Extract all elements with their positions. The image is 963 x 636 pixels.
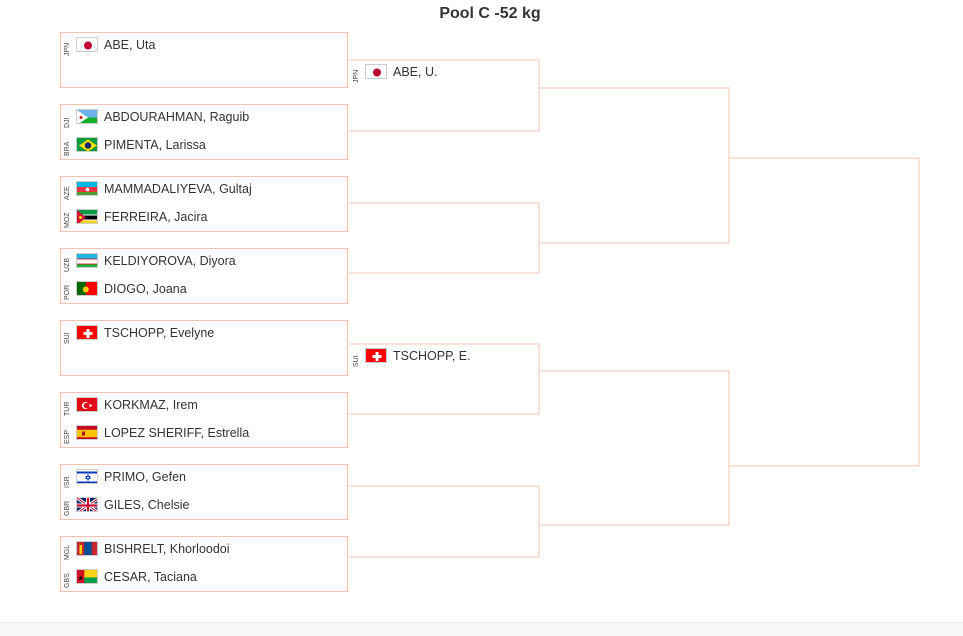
competitor-row[interactable]: JPN ABE, Uta <box>61 33 341 61</box>
match-box-7: ISR PRIMO, Gefen GBR GILES, Chelsie <box>60 464 348 520</box>
competitor-name: KELDIYOROVA, Diyora <box>104 254 236 268</box>
competitor-name: TSCHOPP, E. <box>393 349 471 363</box>
competitor-name: MAMMADALIYEVA, Gultaj <box>104 182 252 196</box>
round2-competitor[interactable]: JPN ABE, U. <box>350 60 630 88</box>
match-box-1: JPN ABE, Uta <box>60 32 348 88</box>
flag-esp-icon <box>76 425 98 440</box>
match-box-6: TUR KORKMAZ, Irem ESP LOPEZ SHERIFF, Est… <box>60 392 348 448</box>
country-code: BRA <box>64 141 71 156</box>
competitor-name: CESAR, Taciana <box>104 570 197 584</box>
competitor-name: DIOGO, Joana <box>104 282 187 296</box>
country-code: ESP <box>64 429 71 444</box>
country-code: MGL <box>64 544 71 560</box>
match-box-5: SUI TSCHOPP, Evelyne <box>60 320 348 376</box>
competitor-row[interactable]: GBS CESAR, Taciana <box>61 565 341 593</box>
competitor-name: KORKMAZ, Irem <box>104 398 198 412</box>
competitor-name: TSCHOPP, Evelyne <box>104 326 215 340</box>
country-code: AZE <box>64 186 71 200</box>
country-code: JPN <box>64 42 71 56</box>
match-box-4: UZB KELDIYOROVA, Diyora POR DIOGO, Joana <box>60 248 348 304</box>
country-code: JPN <box>353 69 360 83</box>
flag-por-icon <box>76 281 98 296</box>
competitor-name: PRIMO, Gefen <box>104 470 186 484</box>
competitor-row[interactable]: SUI TSCHOPP, Evelyne <box>61 321 341 349</box>
competitor-name: PIMENTA, Larissa <box>104 138 206 152</box>
flag-gbs-icon <box>76 569 98 584</box>
flag-isr-icon <box>76 469 98 484</box>
flag-jpn-icon <box>76 37 98 52</box>
country-code: ISR <box>64 476 71 488</box>
flag-uzb-icon <box>76 253 98 268</box>
match-box-2: DJI ABDOURAHMAN, Raguib BRA PIMENTA, Lar… <box>60 104 348 160</box>
competitor-name: BISHRELT, Khorloodoi <box>104 542 230 556</box>
country-code: SUI <box>353 355 360 367</box>
competitor-name: ABE, U. <box>393 65 438 79</box>
competitor-row[interactable]: BRA PIMENTA, Larissa <box>61 133 341 161</box>
flag-sui-icon <box>76 325 98 340</box>
country-code: DJI <box>64 117 71 129</box>
flag-mgl-icon <box>76 541 98 556</box>
competitor-row[interactable]: UZB KELDIYOROVA, Diyora <box>61 249 341 277</box>
page-footer-bar <box>0 622 963 636</box>
round2-competitor[interactable]: SUI TSCHOPP, E. <box>350 344 630 372</box>
country-code: UZB <box>64 258 71 272</box>
competitor-row[interactable]: GBR GILES, Chelsie <box>61 493 341 521</box>
match-box-8: MGL BISHRELT, Khorloodoi GBS CESAR, Taci… <box>60 536 348 592</box>
flag-dji-icon <box>76 109 98 124</box>
country-code: SUI <box>64 332 71 344</box>
competitor-name: LOPEZ SHERIFF, Estrella <box>104 426 250 440</box>
competitor-row[interactable]: ISR PRIMO, Gefen <box>61 465 341 493</box>
flag-tur-icon <box>76 397 98 412</box>
competitor-row[interactable]: ESP LOPEZ SHERIFF, Estrella <box>61 421 341 449</box>
competitor-name: FERREIRA, Jacira <box>104 210 208 224</box>
competitor-row[interactable]: MGL BISHRELT, Khorloodoi <box>61 537 341 565</box>
pool-title: Pool C -52 kg <box>439 5 541 22</box>
country-code: TUR <box>64 401 71 416</box>
competitor-name: ABDOURAHMAN, Raguib <box>104 110 250 124</box>
competitor-row[interactable]: MOZ FERREIRA, Jacira <box>61 205 341 233</box>
match-box-3: AZE MAMMADALIYEVA, Gultaj MOZ FERREIRA, … <box>60 176 348 232</box>
flag-sui-icon <box>365 348 387 363</box>
flag-jpn-icon <box>365 64 387 79</box>
competitor-name: ABE, Uta <box>104 38 156 52</box>
competitor-row[interactable]: POR DIOGO, Joana <box>61 277 341 305</box>
country-code: GBR <box>64 500 71 516</box>
competitor-row[interactable]: TUR KORKMAZ, Irem <box>61 393 341 421</box>
country-code: GBS <box>64 573 71 588</box>
country-code: MOZ <box>64 212 71 228</box>
competitor-row[interactable]: AZE MAMMADALIYEVA, Gultaj <box>61 177 341 205</box>
competitor-row[interactable]: DJI ABDOURAHMAN, Raguib <box>61 105 341 133</box>
flag-moz-icon <box>76 209 98 224</box>
competitor-name: GILES, Chelsie <box>104 498 190 512</box>
flag-bra-icon <box>76 137 98 152</box>
flag-aze-icon <box>76 181 98 196</box>
country-code: POR <box>64 284 71 300</box>
flag-gbr-icon <box>76 497 98 512</box>
